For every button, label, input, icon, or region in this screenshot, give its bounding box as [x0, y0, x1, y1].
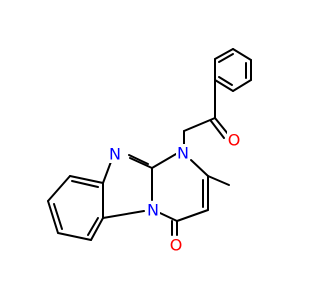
atom-n-imine: N	[109, 145, 121, 164]
bond-ph2	[232, 48, 252, 61]
atom-o-lactam: O	[170, 236, 183, 255]
atom-labels: N N N O O	[108, 131, 241, 255]
bond-c3-c4	[176, 209, 209, 222]
bond-ph4	[232, 79, 252, 92]
bond-c9a-n9-double	[128, 154, 149, 165]
bond-co-double-2	[210, 120, 225, 139]
bonds	[47, 48, 252, 241]
bond-ph5	[214, 79, 234, 92]
atom-n-ring-bridge: N	[147, 201, 159, 220]
bond-bz3	[47, 200, 59, 234]
bond-bz5	[90, 217, 104, 241]
bond-c2-methyl	[207, 175, 230, 186]
atom-o-ketone: O	[228, 131, 241, 150]
bond-n1-c9a	[151, 153, 177, 169]
bond-bz2	[47, 175, 71, 202]
bond-bz-inner2	[53, 203, 63, 230]
bond-c4-n10	[159, 212, 178, 222]
bond-ph1	[214, 48, 234, 60]
bond-c9a-n9	[129, 157, 153, 169]
bond-n1-c2	[190, 159, 209, 177]
bond-bz4	[57, 232, 92, 241]
atom-n-substituted: N	[177, 144, 189, 163]
molecule-structure: N N N O O	[47, 48, 252, 255]
bond-co-ch2	[183, 117, 216, 132]
bond-ph-inner3	[218, 76, 233, 86]
bond-bz1	[69, 175, 104, 184]
bond-bz-inner1	[71, 180, 99, 188]
bond-bz-inner3	[87, 217, 99, 236]
bond-n10-c4a	[102, 210, 145, 219]
bond-ph-inner1	[218, 53, 234, 63]
bond-co-double-1	[214, 117, 229, 135]
